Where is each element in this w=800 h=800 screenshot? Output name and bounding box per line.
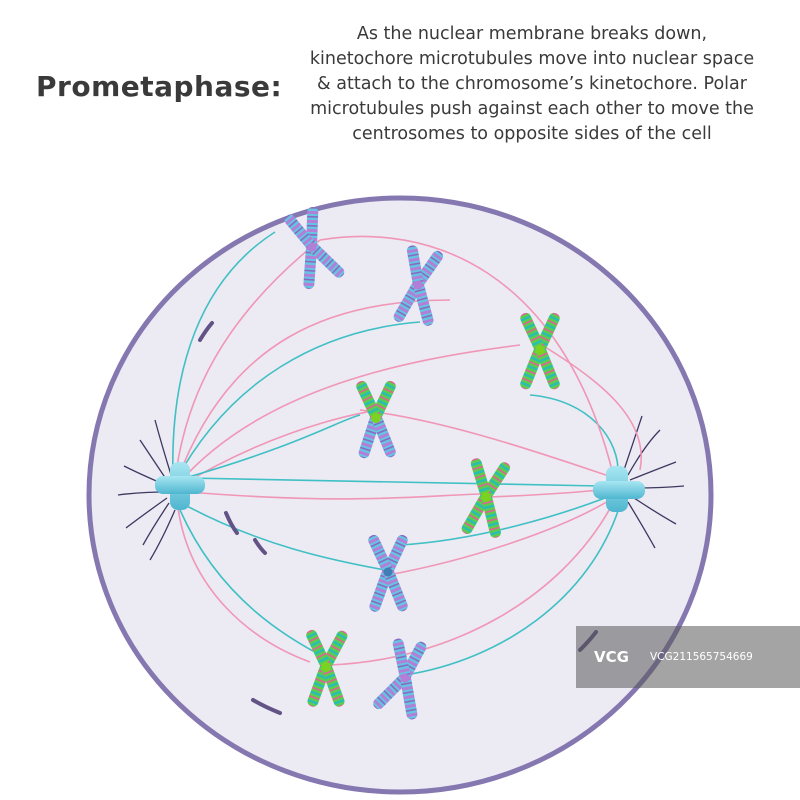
chromosome-5 xyxy=(461,458,511,538)
chromosome-8 xyxy=(373,638,427,720)
description-line-3: & attach to the chromosome’s kinetochore… xyxy=(317,74,747,94)
diagram-title: Prometaphase: xyxy=(36,70,283,103)
description-line-5: centrosomes to opposite sides of the cel… xyxy=(352,124,712,144)
cell-membrane xyxy=(86,195,714,795)
chromosome-6 xyxy=(368,534,408,612)
watermark-logo: VCG xyxy=(594,648,629,666)
chromosome-1 xyxy=(284,206,345,289)
chromosome-4 xyxy=(356,380,396,459)
description-text: As the nuclear membrane breaks down, kin… xyxy=(282,22,782,147)
centrosome-right xyxy=(593,466,645,512)
chromosome-7 xyxy=(306,629,348,707)
description-line-4: microtubules push against each other to … xyxy=(310,99,754,119)
watermark-id: VCG211565754669 xyxy=(650,651,753,663)
description-line-2: kinetochore microtubules move into nucle… xyxy=(309,49,755,69)
chromosome-2 xyxy=(393,245,444,326)
chromosome-3 xyxy=(520,312,560,390)
centrosome-left xyxy=(155,462,205,510)
watermark: VCG VCG211565754669 xyxy=(576,626,800,688)
description-line-1: As the nuclear membrane breaks down, xyxy=(356,24,708,44)
